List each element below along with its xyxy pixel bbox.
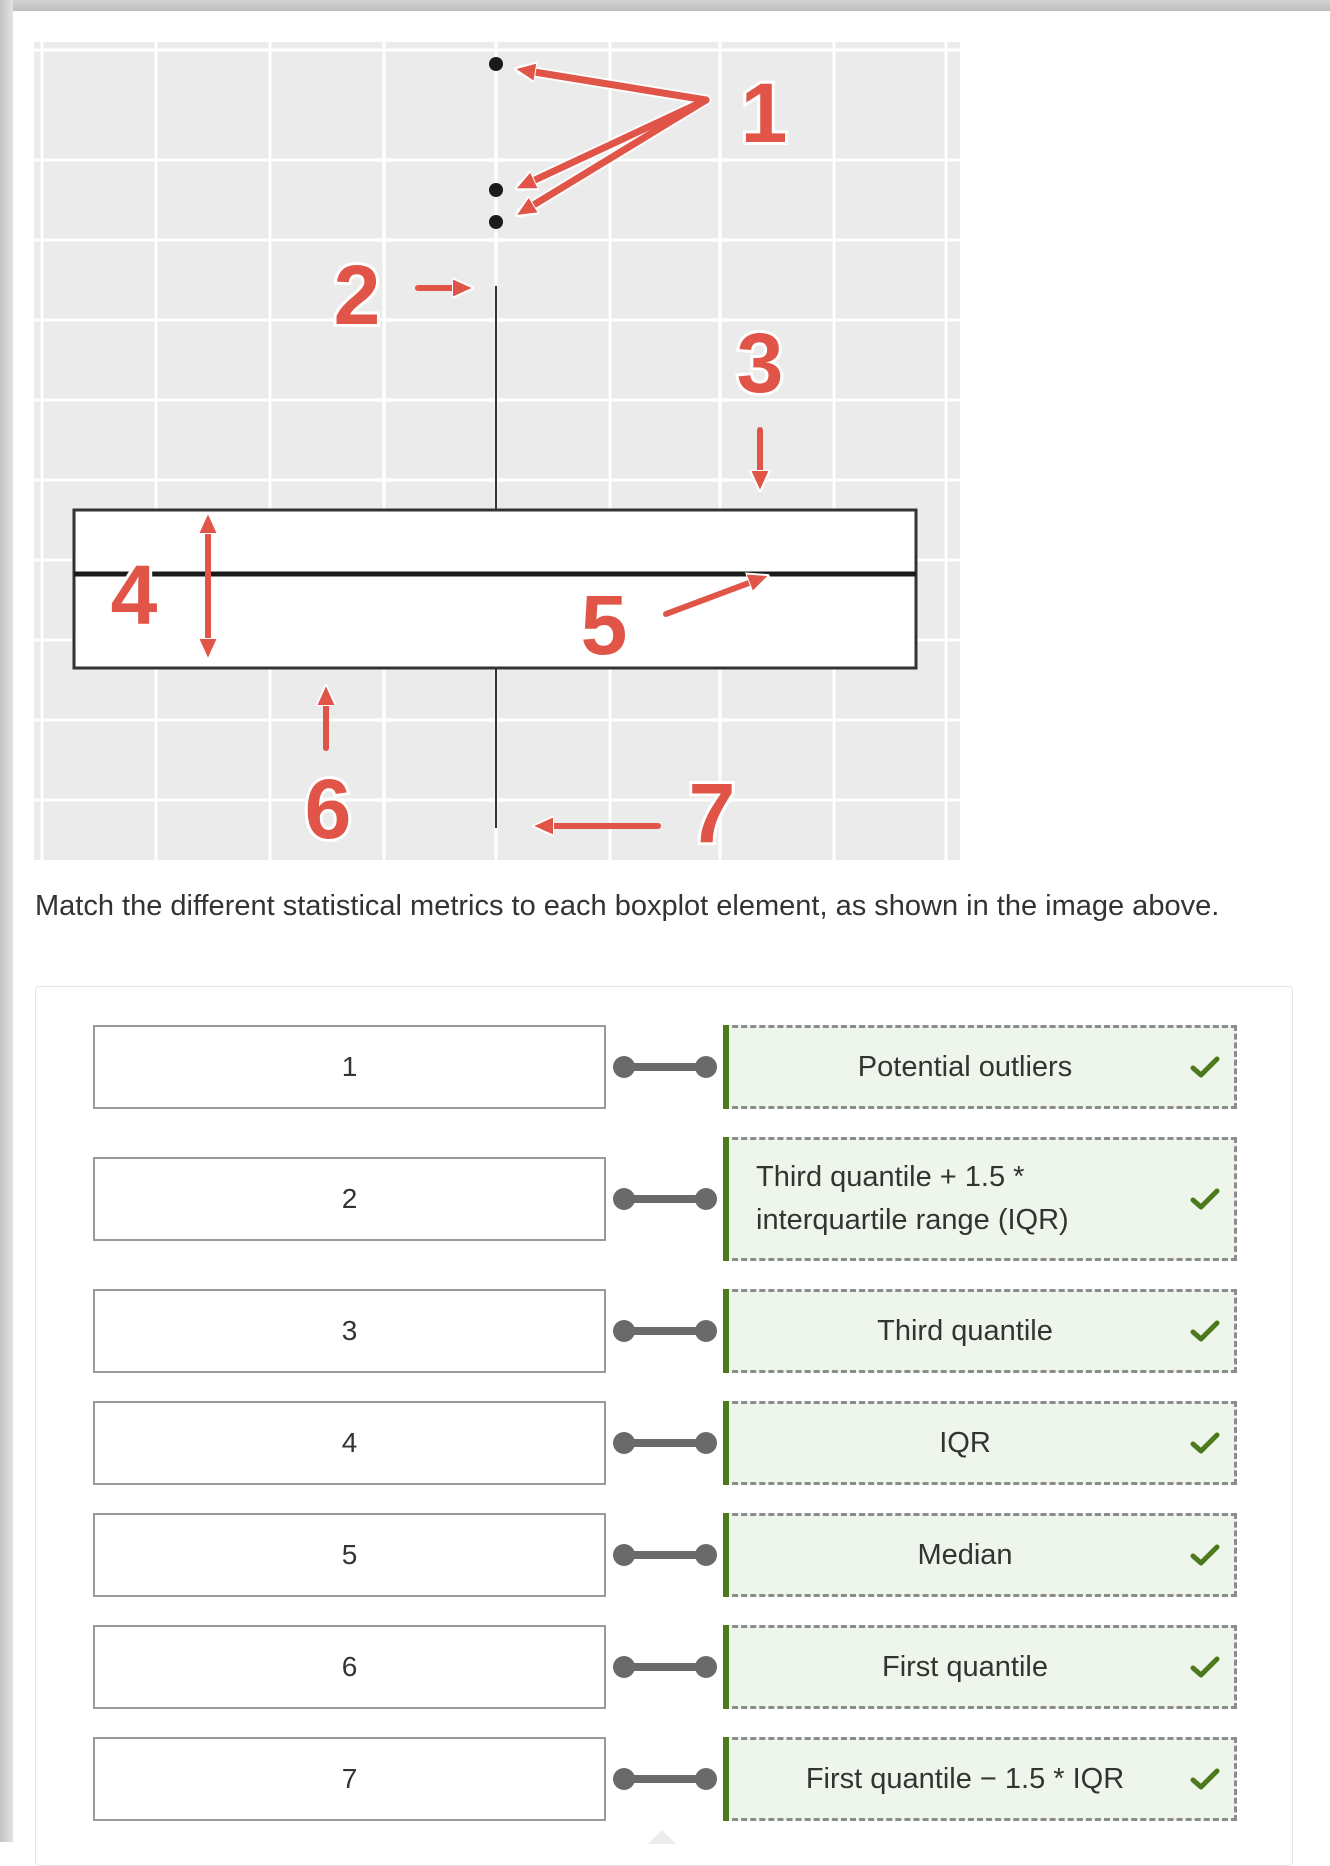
check-icon (1190, 1188, 1220, 1210)
answer-box[interactable]: Third quantile (723, 1289, 1237, 1373)
outlier-point (489, 57, 503, 71)
answer-box[interactable]: Median (723, 1513, 1237, 1597)
label-4: 4 (111, 548, 158, 642)
window-top-edge (0, 0, 1330, 11)
answer-box[interactable]: Potential outliers (723, 1025, 1237, 1109)
answer-label: First quantile (881, 1650, 1048, 1683)
connector[interactable] (608, 1647, 751, 1687)
item-box[interactable]: 7 (93, 1737, 606, 1821)
connector[interactable] (608, 1759, 751, 1799)
check-icon (1190, 1320, 1220, 1342)
check-icon (1190, 1432, 1220, 1454)
correct-indicator-bar (723, 1289, 729, 1373)
answer-box[interactable]: Third quantile + 1.5 * interquartile ran… (723, 1137, 1237, 1261)
answer-box[interactable]: First quantile − 1.5 * IQR (723, 1737, 1237, 1821)
connector[interactable] (608, 1179, 751, 1219)
arrow-1b (522, 96, 710, 186)
answer-label: Potential outliers (857, 1050, 1073, 1083)
correct-indicator-bar (723, 1513, 729, 1597)
label-6: 6 (305, 762, 352, 856)
label-3: 3 (737, 316, 784, 410)
item-box[interactable]: 2 (93, 1157, 606, 1241)
label-7: 7 (689, 766, 736, 860)
connector[interactable] (608, 1423, 751, 1463)
connector[interactable] (608, 1047, 751, 1087)
label-1: 1 (741, 66, 788, 160)
connector[interactable] (608, 1535, 751, 1575)
check-icon (1190, 1768, 1220, 1790)
matching-panel: 1 Potential outliers 2 Third quantile + … (35, 986, 1293, 1866)
check-icon (1190, 1656, 1220, 1678)
item-box[interactable]: 1 (93, 1025, 606, 1109)
answer-label: Median (917, 1538, 1013, 1571)
arrow-5 (663, 578, 762, 617)
connector[interactable] (608, 1311, 751, 1351)
item-box[interactable]: 4 (93, 1401, 606, 1485)
correct-indicator-bar (723, 1625, 729, 1709)
window-left-edge (0, 0, 13, 1842)
outlier-point (489, 215, 503, 229)
check-icon (1190, 1544, 1220, 1566)
boxplot-figure: 1 2 3 4 5 6 7 (34, 42, 960, 860)
label-2: 2 (334, 248, 381, 342)
answer-label: Third quantile (877, 1314, 1053, 1347)
answer-label: First quantile − 1.5 * IQR (805, 1762, 1125, 1795)
correct-indicator-bar (723, 1737, 729, 1821)
outlier-point (489, 183, 503, 197)
box (72, 508, 918, 670)
answer-box[interactable]: IQR (723, 1401, 1237, 1485)
item-box[interactable]: 5 (93, 1513, 606, 1597)
correct-indicator-bar (723, 1401, 729, 1485)
arrow-1a (522, 70, 710, 104)
correct-indicator-bar (723, 1137, 729, 1261)
question-instruction: Match the different statistical metrics … (35, 890, 1220, 922)
arrow-1c (522, 96, 710, 212)
item-box[interactable]: 3 (93, 1289, 606, 1373)
panel-pointer (648, 1830, 676, 1844)
item-box[interactable]: 6 (93, 1625, 606, 1709)
correct-indicator-bar (723, 1025, 729, 1109)
answer-label: Third quantile + 1.5 * interquartile ran… (756, 1161, 1069, 1236)
answer-label: IQR (939, 1426, 991, 1459)
label-5: 5 (581, 578, 628, 672)
check-icon (1190, 1056, 1220, 1078)
answer-box[interactable]: First quantile (723, 1625, 1237, 1709)
